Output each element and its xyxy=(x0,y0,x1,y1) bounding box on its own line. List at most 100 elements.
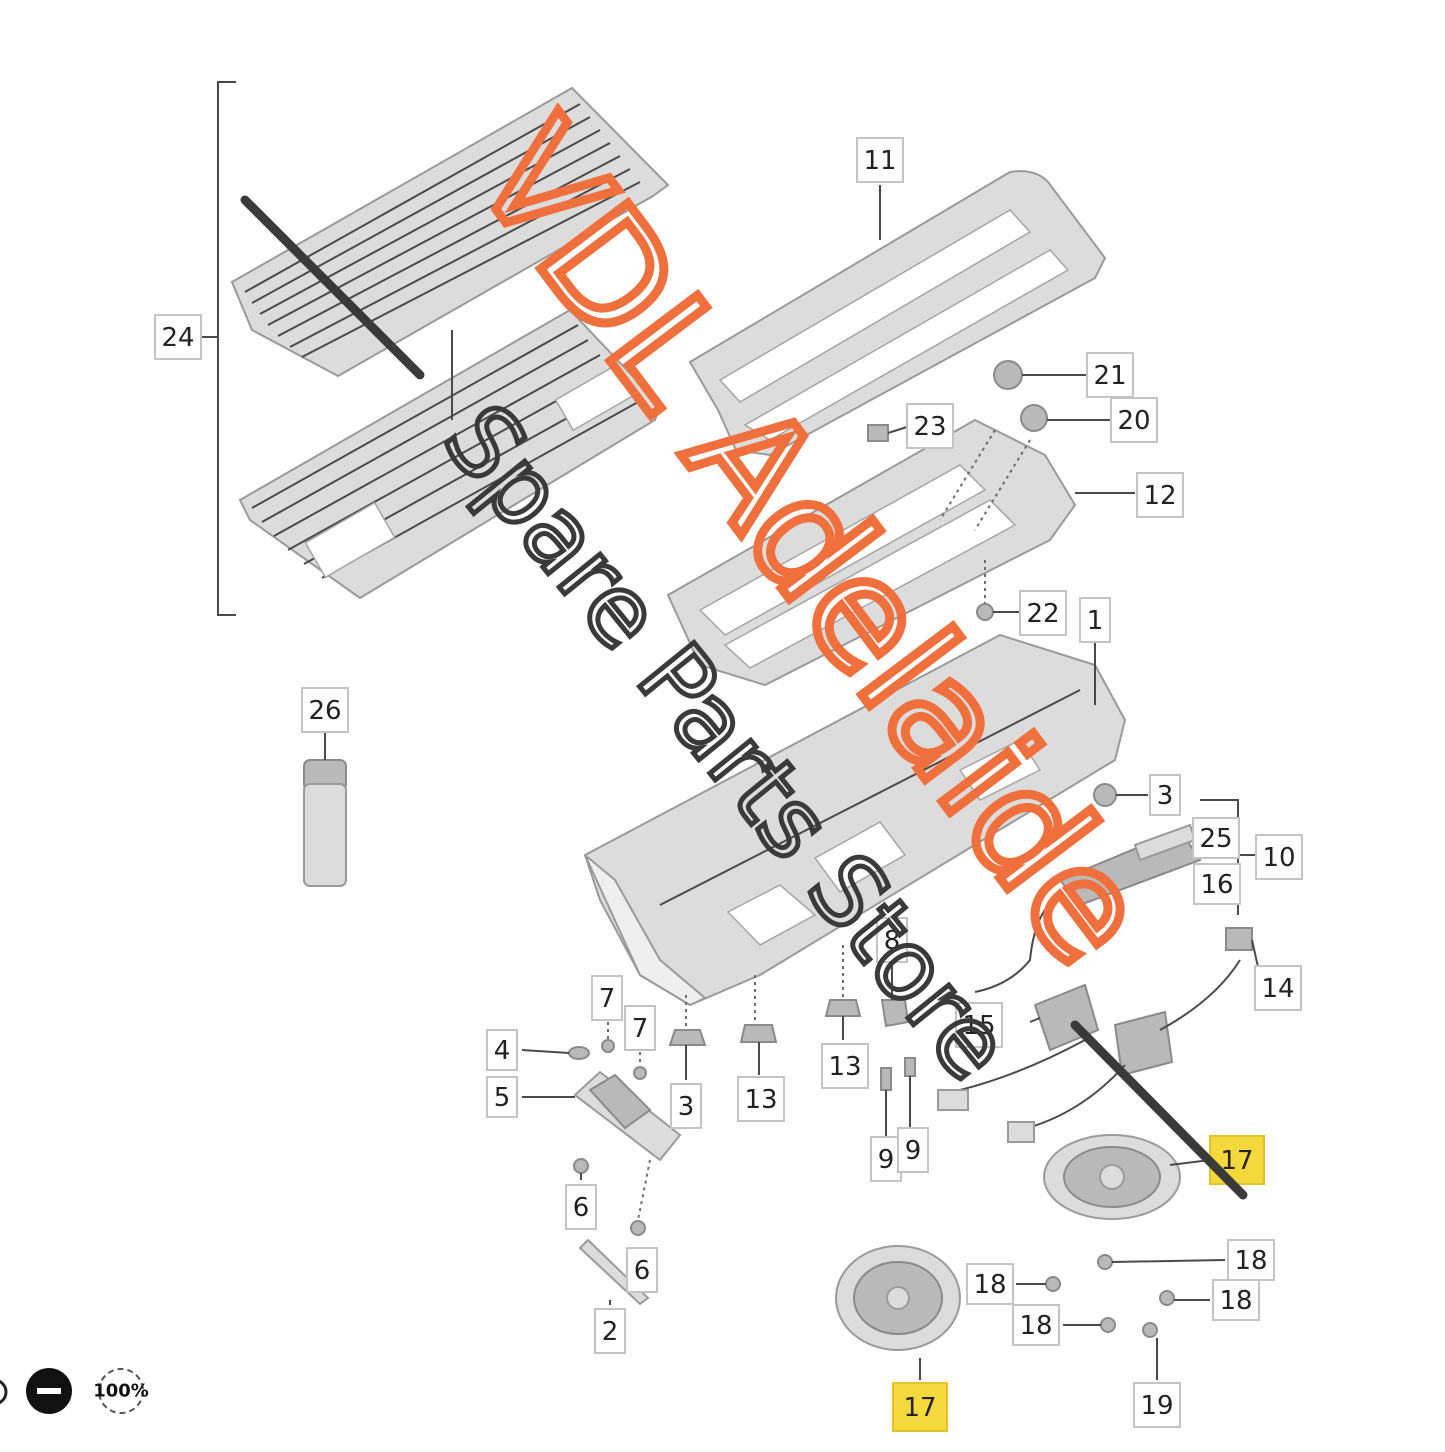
callout-box xyxy=(876,917,908,963)
part-8-bracket xyxy=(880,999,910,1028)
callout-label: 24 xyxy=(161,323,194,353)
part-18-nut xyxy=(1045,1276,1061,1292)
callout-label: 22 xyxy=(1026,599,1059,629)
part-6-bolt xyxy=(630,1220,646,1236)
callout-label: 6 xyxy=(634,1256,651,1286)
part-7-screw xyxy=(633,1066,647,1080)
callout-box xyxy=(966,1263,1014,1305)
callout-label: 12 xyxy=(1143,481,1176,511)
part-17-fan-upper xyxy=(1043,1134,1211,1220)
callout-c18b: 18 xyxy=(966,1263,1014,1305)
part-24-grille-assembly xyxy=(230,86,670,600)
callout-box xyxy=(1110,397,1158,443)
part-18-nut xyxy=(1100,1317,1116,1333)
grille-inner-slat xyxy=(261,339,589,523)
callout-box xyxy=(594,1308,626,1354)
callout-label: 17 xyxy=(1220,1146,1253,1176)
callout-c18c: 18 xyxy=(1212,1279,1260,1321)
callout-box xyxy=(1193,863,1241,905)
part-9-bolt xyxy=(880,1067,892,1091)
callout-label: 6 xyxy=(573,1193,590,1223)
part-6-bolt xyxy=(573,1158,589,1174)
callout-box xyxy=(737,1076,785,1122)
part-18-nut xyxy=(1097,1254,1113,1270)
callout-box xyxy=(1212,1279,1260,1321)
callout-c22: 22 xyxy=(1019,590,1067,636)
callout-box xyxy=(1133,1382,1181,1428)
strike-line-lower xyxy=(1070,1020,1248,1200)
grille-inner-slat xyxy=(273,354,601,537)
zoom-reset-button[interactable]: 100% xyxy=(93,1368,149,1414)
callout-box xyxy=(955,1002,1003,1048)
callout-c9a: 9 xyxy=(870,1136,902,1182)
callout-c18a: 18 xyxy=(1227,1239,1275,1281)
callout-box xyxy=(565,1184,597,1230)
callout-label: 7 xyxy=(632,1014,649,1044)
callout-box xyxy=(1079,597,1111,643)
grille-outer-slat xyxy=(277,155,621,337)
callout-box xyxy=(1019,590,1067,636)
part-3-clip-lower xyxy=(668,1029,707,1046)
callout-box xyxy=(897,1127,929,1173)
grille-outer-slat xyxy=(259,129,601,315)
callout-c21: 21 xyxy=(1086,352,1134,398)
callout-box xyxy=(856,137,904,183)
callout-c17b: 17 xyxy=(892,1382,948,1432)
callout-label: 16 xyxy=(1200,870,1233,900)
callout-label: 23 xyxy=(913,412,946,442)
callout-c11: 11 xyxy=(856,137,904,183)
part-23-clip xyxy=(867,424,889,442)
callout-label: 3 xyxy=(678,1092,695,1122)
callout-label: 25 xyxy=(1199,824,1232,854)
callout-c6a: 6 xyxy=(565,1184,597,1230)
callout-c8: 8 xyxy=(876,917,908,963)
callout-c6b: 6 xyxy=(626,1247,658,1293)
callout-label: 18 xyxy=(1219,1286,1252,1316)
callout-box xyxy=(670,1083,702,1129)
callout-box xyxy=(892,1382,948,1432)
callout-box xyxy=(1254,965,1302,1011)
part-20-cap xyxy=(1020,404,1048,432)
part-19-nut xyxy=(1142,1322,1158,1338)
part-24-bracket xyxy=(217,81,236,616)
part-18-nut xyxy=(1159,1290,1175,1306)
callout-box xyxy=(1012,1304,1060,1346)
part-17-fan-lower xyxy=(835,1245,961,1380)
callout-c2: 2 xyxy=(594,1308,626,1354)
callout-c4: 4 xyxy=(486,1029,518,1071)
callout-label: 21 xyxy=(1093,361,1126,391)
callout-c7a: 7 xyxy=(591,975,623,1021)
callout-box xyxy=(154,314,202,360)
callout-label: 10 xyxy=(1262,843,1295,873)
reset-zoom-ring-icon xyxy=(98,1368,144,1414)
grille-outer-slat xyxy=(267,142,611,326)
callout-label: 18 xyxy=(973,1270,1006,1300)
callout-c10: 10 xyxy=(1255,834,1303,880)
callout-c23: 23 xyxy=(906,403,954,449)
part-11-upper-trim xyxy=(688,170,1107,457)
zoom-out-button[interactable] xyxy=(26,1368,72,1414)
callout-c18d: 18 xyxy=(1012,1304,1060,1346)
part-1-carrier-panel xyxy=(583,633,1127,1007)
callout-label: 17 xyxy=(903,1393,936,1423)
callout-label: 18 xyxy=(1234,1246,1267,1276)
callout-c5: 5 xyxy=(486,1076,518,1118)
callout-c9b: 9 xyxy=(897,1127,929,1173)
strike-line-upper xyxy=(240,195,425,380)
callout-label: 9 xyxy=(905,1136,922,1166)
callout-box xyxy=(486,1029,518,1071)
callout-c14: 14 xyxy=(1254,965,1302,1011)
zoom-controls: 100% xyxy=(0,1368,149,1414)
callout-label: 1 xyxy=(1087,606,1104,636)
part-12-inner-frame xyxy=(666,418,1135,687)
callout-box xyxy=(821,1043,869,1089)
zoom-in-icon-partial[interactable] xyxy=(0,1379,8,1405)
callout-box xyxy=(1136,472,1184,518)
grille-outer-slat xyxy=(301,181,641,358)
callout-c13b: 13 xyxy=(821,1043,869,1089)
callout-box xyxy=(624,1005,656,1051)
part-21-cap xyxy=(993,360,1023,390)
grille-inner-slat xyxy=(251,324,579,509)
